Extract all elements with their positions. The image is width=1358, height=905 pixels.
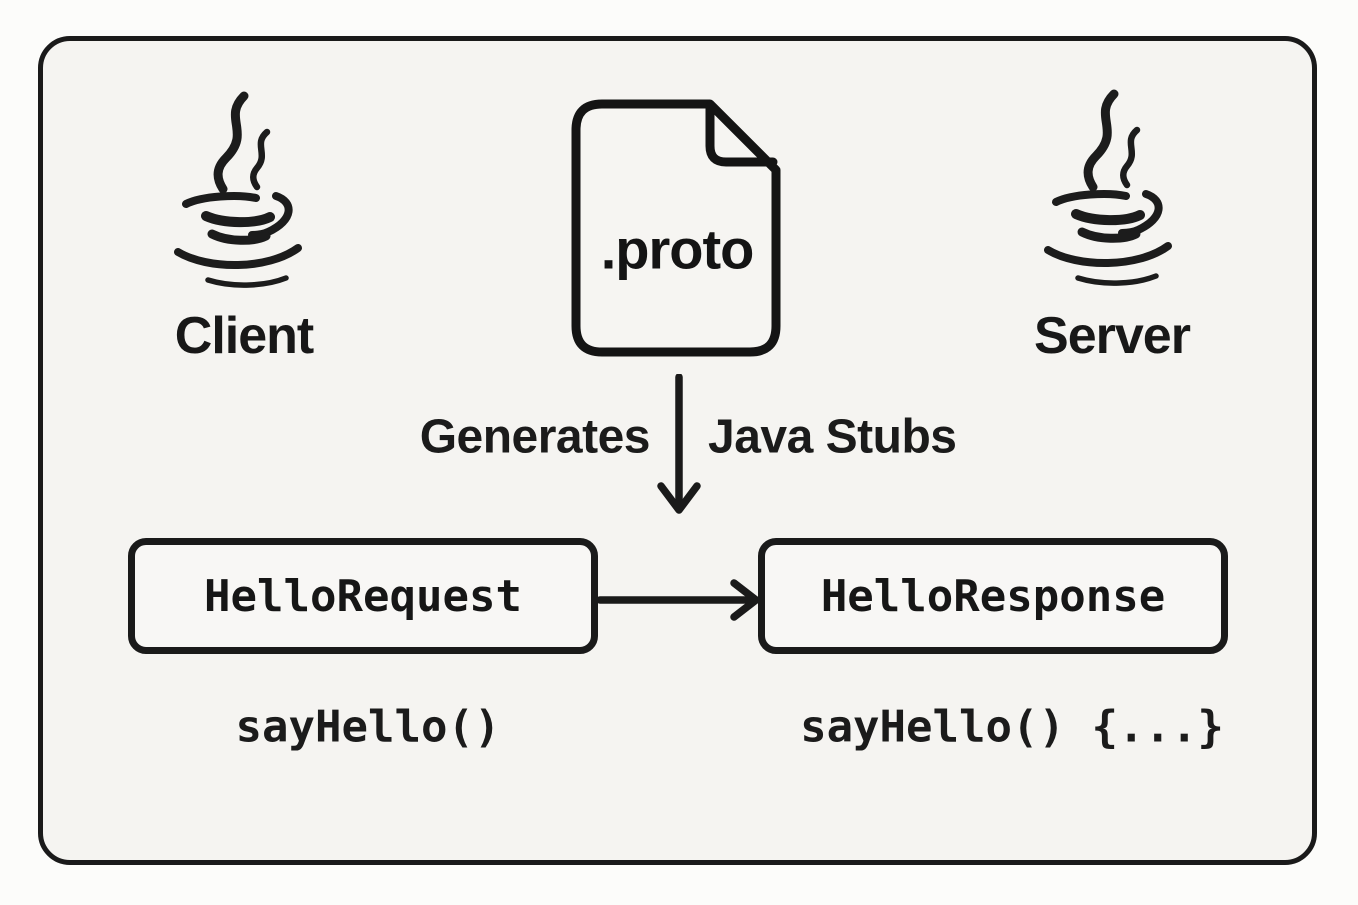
right-arrow-icon (596, 579, 760, 621)
java-logo-icon (174, 91, 302, 288)
java-stubs-label: Java Stubs (708, 410, 957, 464)
hello-request-box: HelloRequest (128, 538, 598, 654)
hello-request-label: HelloRequest (204, 570, 522, 622)
generates-label: Generates (419, 410, 651, 464)
java-logo-icon (1044, 89, 1172, 286)
client-label: Client (174, 307, 314, 365)
hello-response-box: HelloResponse (758, 538, 1228, 654)
proto-file-label: .proto (600, 217, 755, 281)
client-method-label: sayHello() (235, 701, 501, 753)
down-arrow-icon (657, 374, 701, 514)
server-label: Server (1034, 307, 1191, 365)
proto-file-icon (571, 99, 781, 357)
server-method-label: sayHello() {...} (800, 701, 1224, 753)
hello-response-label: HelloResponse (820, 570, 1166, 622)
